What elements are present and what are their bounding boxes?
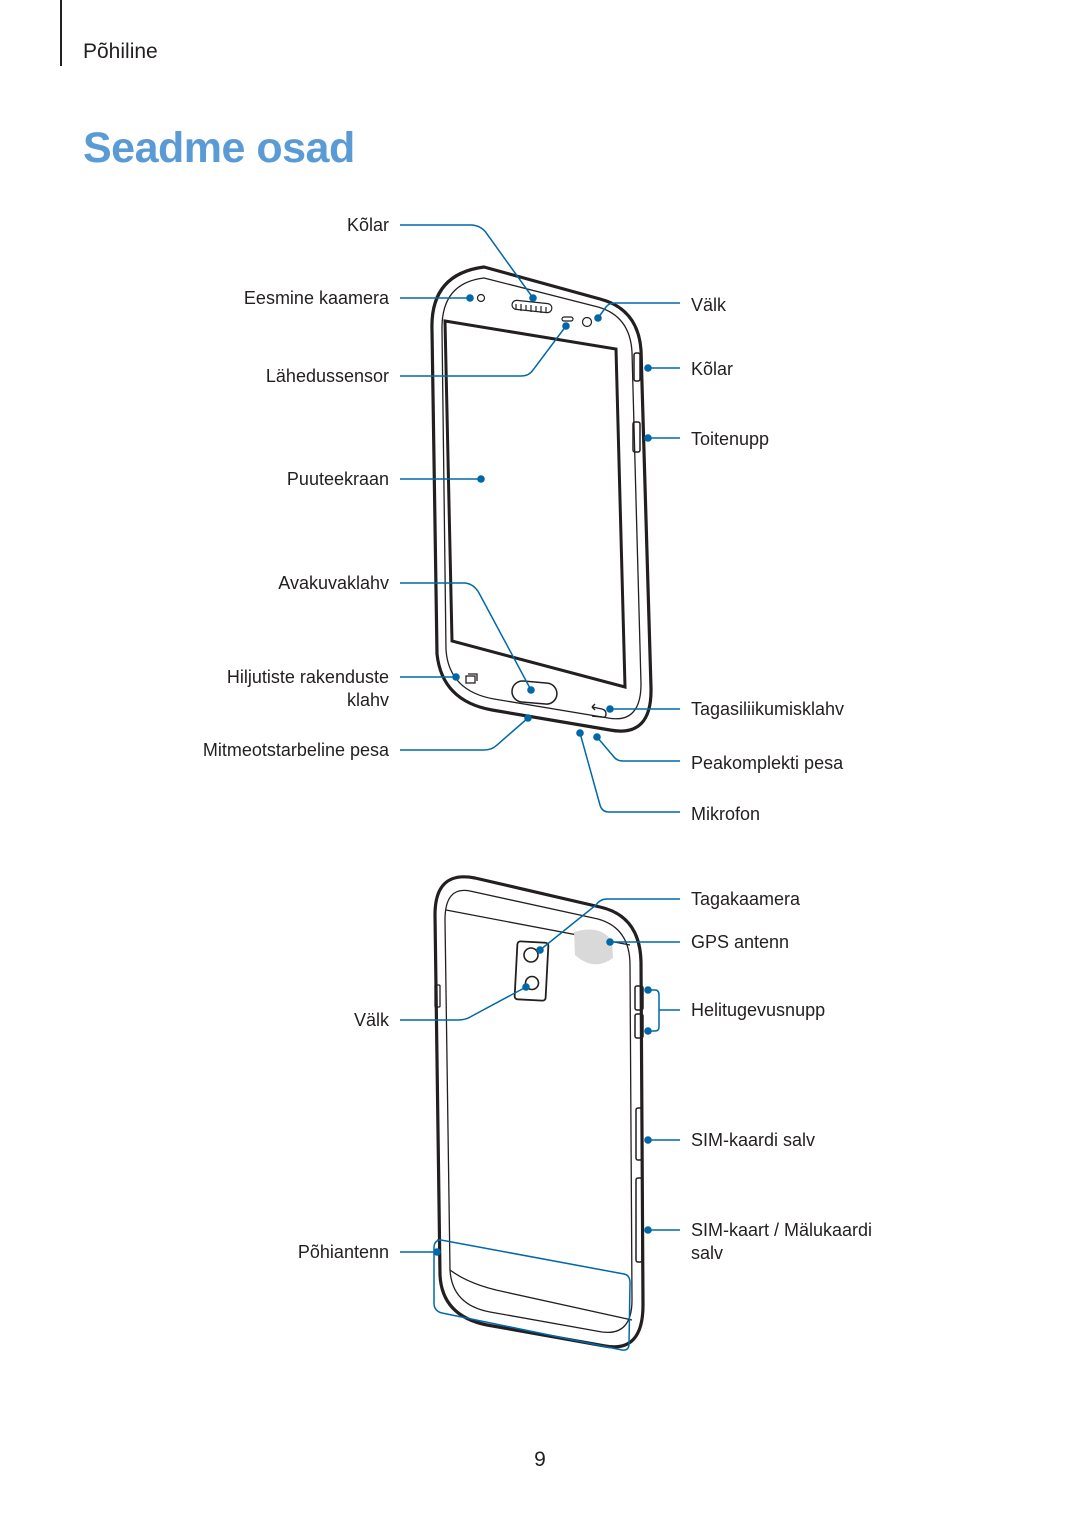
- section-header: Põhiline: [83, 40, 158, 63]
- front-camera-lens: [476, 293, 486, 303]
- main-antenna-bracket: [433, 1239, 631, 1351]
- label-proximity-sensor: Lähedussensor: [265, 366, 389, 386]
- label-multipurpose-jack: Mitmeotstarbeline pesa: [202, 740, 389, 760]
- label-volume-key: Helitugevusnupp: [691, 1000, 826, 1020]
- label-kolar-side: Kõlar: [691, 359, 734, 379]
- callout-flash-back: [400, 986, 527, 1021]
- label-power-key: Toitenupp: [691, 429, 770, 449]
- margin-rule: [60, 0, 62, 66]
- label-sim-tray: SIM-kaardi salv: [691, 1130, 816, 1150]
- label-microphone: Mikrofon: [691, 804, 761, 824]
- callout-kolar-left: [400, 224, 534, 299]
- label-sim-memory-line2: salv: [691, 1243, 724, 1263]
- recent-apps-key-glyph: [465, 673, 478, 684]
- label-recent-apps-line2: klahv: [346, 690, 389, 710]
- rear-flash: [524, 975, 540, 991]
- left-side-notch: [434, 984, 441, 1008]
- label-kolar-top: Kõlar: [346, 215, 389, 235]
- callout-multipurpose: [400, 717, 529, 751]
- front-side-speaker: [633, 352, 641, 382]
- front-flash: [581, 316, 593, 328]
- rear-camera-lens: [523, 947, 539, 963]
- lower-antenna-line: [449, 1269, 633, 1321]
- callout-home-key: [400, 582, 532, 691]
- label-front-camera: Eesmine kaamera: [243, 288, 389, 308]
- callout-flash-front: [597, 302, 680, 319]
- front-phone: [430, 265, 653, 733]
- callout-volume-bracket: [648, 989, 680, 1032]
- label-gps-antenna: GPS antenn: [691, 932, 790, 952]
- label-back-key: Tagasiliikumisklahv: [691, 699, 845, 719]
- page-number: 9: [534, 1448, 546, 1471]
- label-main-antenna: Põhiantenn: [297, 1242, 389, 1262]
- sim-tray: [635, 1107, 643, 1161]
- power-button: [632, 421, 641, 453]
- front-body-outer: [430, 265, 653, 733]
- label-sim-memory-line1: SIM-kaart / Mälukaardi: [691, 1220, 873, 1240]
- label-flash-front: Välk: [691, 295, 727, 315]
- volume-up-button: [634, 985, 644, 1011]
- sim-memory-tray: [635, 1177, 643, 1263]
- label-flash-back: Välk: [353, 1010, 389, 1030]
- label-headset-jack: Peakomplekti pesa: [691, 753, 844, 773]
- label-touchscreen: Puuteekraan: [286, 469, 389, 489]
- callout-proximity: [400, 325, 567, 377]
- proximity-sensor: [561, 316, 574, 322]
- home-key: [511, 680, 558, 705]
- earpiece-grille: [511, 299, 553, 314]
- page-title: Seadme osad: [83, 124, 355, 172]
- camera-module: [513, 940, 550, 1002]
- callout-dots: [433, 294, 652, 1256]
- back-key-glyph: [591, 703, 607, 718]
- label-recent-apps-line1: Hiljutiste rakenduste: [226, 667, 389, 687]
- callout-headset: [596, 736, 680, 762]
- front-body-inner: [441, 277, 642, 720]
- label-rear-camera: Tagakaamera: [691, 889, 801, 909]
- gps-antenna-patch: [574, 929, 613, 965]
- label-home-key: Avakuvaklahv: [278, 573, 389, 593]
- volume-down-button: [634, 1013, 644, 1039]
- callout-mic: [579, 732, 680, 813]
- touchscreen: [443, 319, 627, 689]
- callouts: [400, 224, 680, 1351]
- callout-rear-camera: [539, 898, 680, 951]
